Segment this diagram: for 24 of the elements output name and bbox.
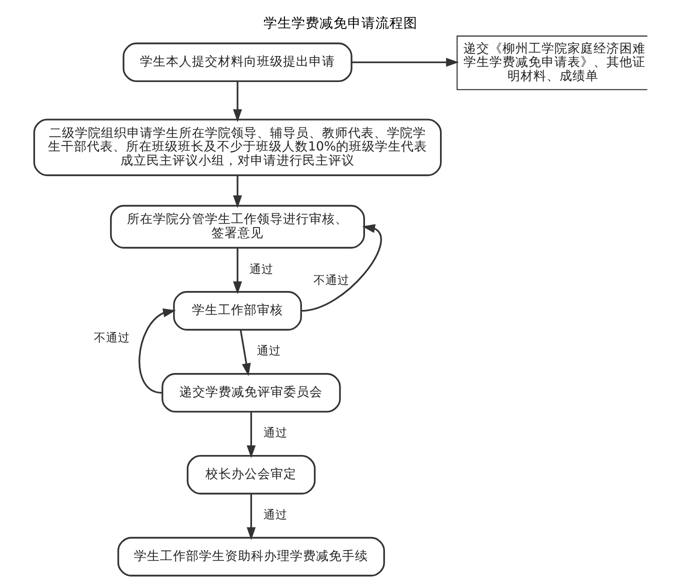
arrow: [233, 175, 242, 208]
arrow: [246, 494, 256, 540]
edge-label: 通过: [250, 262, 274, 276]
edge-label: 不通过: [94, 330, 130, 345]
node-box: 学生工作部学生资助科办理学费减免手续: [117, 536, 385, 576]
arrow: [302, 224, 382, 312]
node-box: 学生工作部审核: [173, 291, 302, 331]
node-text: 递交《柳州工学院家庭经济困难学生学费减免申请表》、其他证明材料、成绩单: [463, 40, 646, 83]
arrow: [246, 412, 256, 458]
node-box: 递交学费减免评审委员会: [162, 373, 341, 413]
node-box: 学生本人提交材料向班级提出申请: [122, 42, 352, 82]
node-box: 所在学院分管学生工作领导进行审核、签署意见: [110, 204, 365, 249]
arrow: [240, 330, 251, 376]
diagram-title: 学生学费减免申请流程图: [264, 16, 418, 32]
edge-label: 不通过: [313, 272, 350, 287]
arrow: [138, 308, 176, 394]
node-box: 校长办公会审定: [186, 454, 316, 494]
arrow: [233, 248, 242, 294]
edge-label: 通过: [263, 426, 288, 440]
edge-label: 通过: [256, 344, 281, 358]
arrow: [233, 81, 242, 122]
arrow: [352, 58, 459, 67]
edge-label: 通过: [263, 508, 288, 522]
node-box: 二级学院组织申请学生所在学院领导、辅导员、教师代表、学院学生干部代表、所在班级班长及不少于班级人数10%的班级学生代表成立民主评议小组，对申请进行民主评议: [33, 118, 442, 176]
